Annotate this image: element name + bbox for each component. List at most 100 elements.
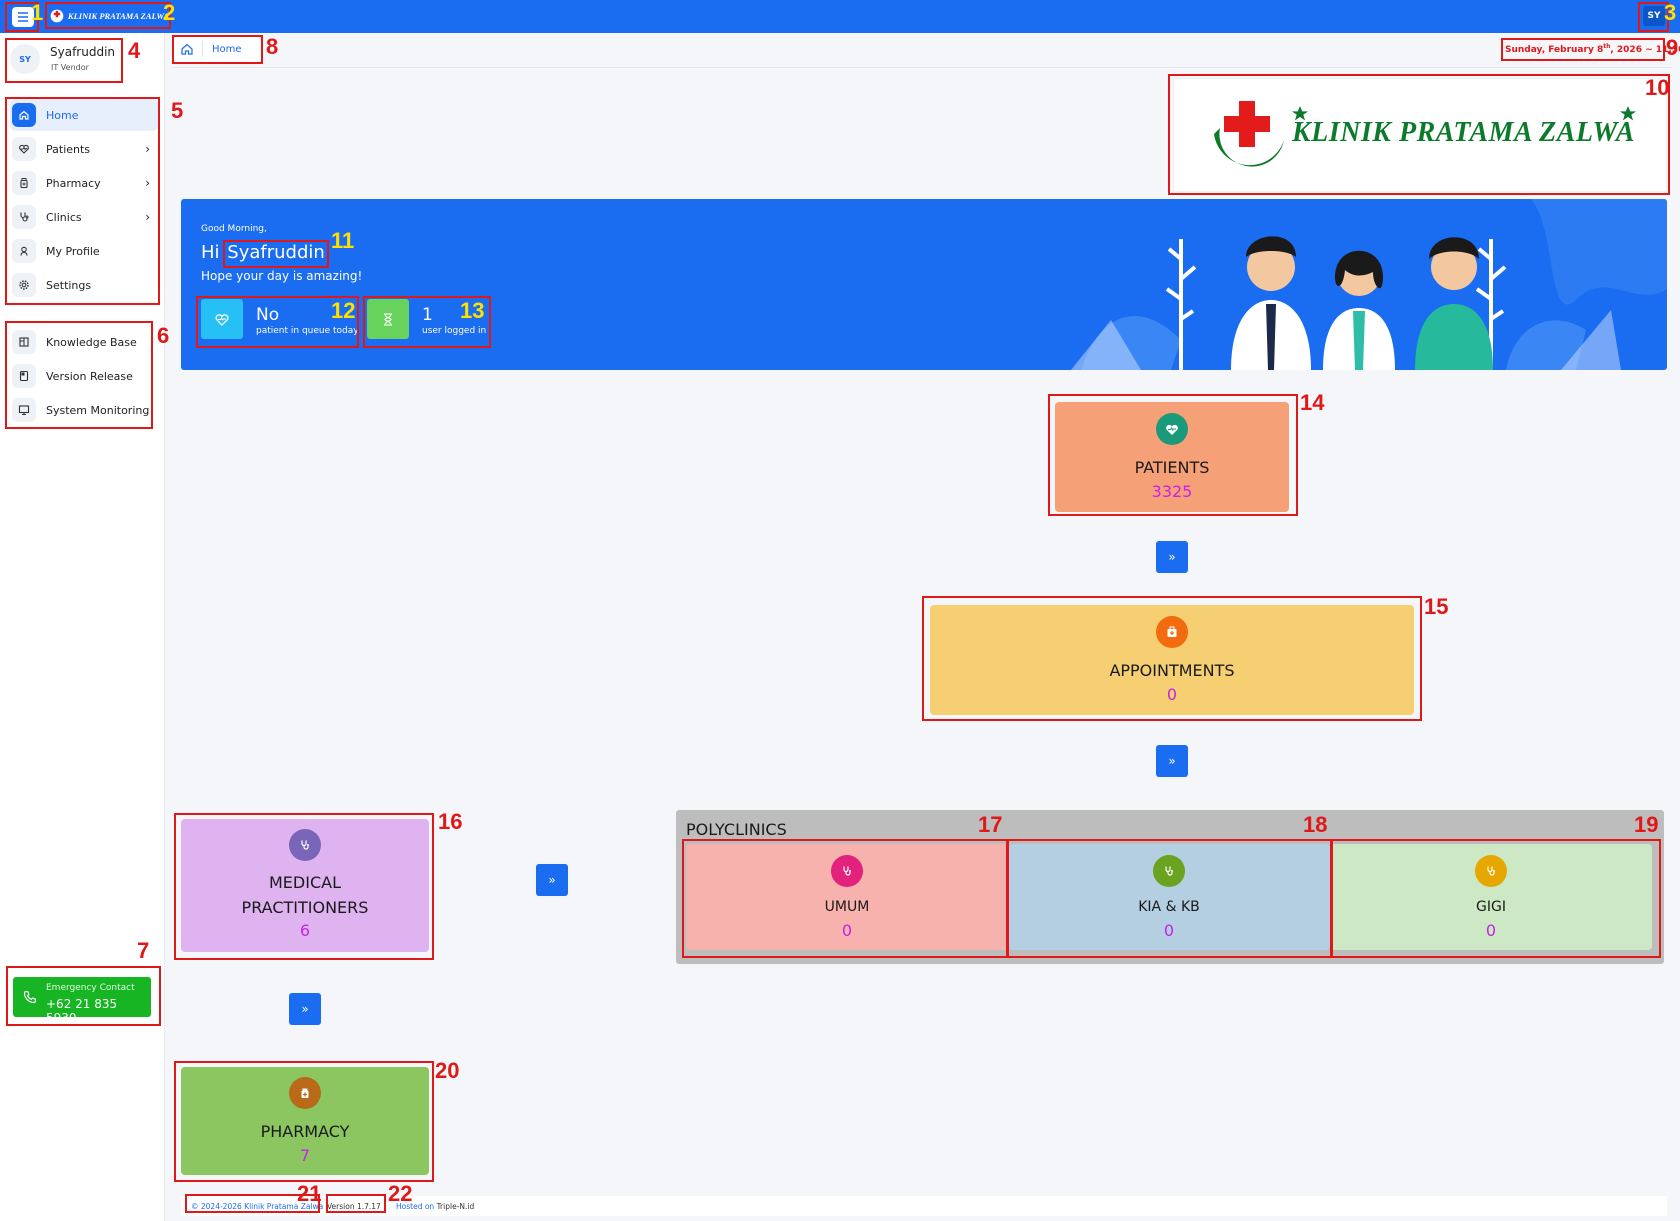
home-icon (12, 103, 36, 127)
topbar-logo[interactable]: KLINIK PRATAMA ZALWA (49, 5, 169, 27)
heart-pulse-icon (1156, 413, 1188, 445)
nav-pharmacy-label: Pharmacy (46, 176, 101, 190)
greeting-tagline: Hope your day is amazing! (201, 269, 363, 283)
heart-pulse-icon (12, 137, 36, 161)
profile-icon (12, 239, 36, 263)
nav-clinics[interactable]: Clinics › (10, 201, 158, 233)
nav-my-profile[interactable]: My Profile (10, 235, 158, 267)
footer-hosted-prefix: Hosted on (396, 1202, 435, 1211)
page-header-divider (172, 67, 1672, 68)
nav-home-label: Home (46, 108, 79, 122)
emergency-contact-button[interactable]: Emergency Contact +62 21 835 5930 (13, 977, 151, 1025)
nav-pharmacy[interactable]: Pharmacy › (10, 167, 158, 199)
welcome-banner: Good Morning, Hi Syafruddin Hope your da… (181, 199, 1667, 370)
pharmacy-card-value: 7 (299, 1146, 311, 1165)
user-profile[interactable]: SY Syafruddin IT Vendor (6, 38, 122, 80)
menu-toggle-button[interactable] (12, 7, 34, 27)
monitor-icon (12, 398, 36, 422)
polyclinics-title: POLYCLINICS (686, 820, 787, 839)
pharmacy-card-label: PHARMACY (260, 1122, 350, 1141)
footer: © 2024-2026 Klinik Pratama Zalwa Version… (181, 1196, 1667, 1216)
nav-patients[interactable]: Patients › (10, 133, 158, 165)
users-stat: 1 user logged in (367, 299, 487, 339)
chevron-down-icon[interactable]: » (1156, 541, 1188, 573)
polyclinic-gigi-card[interactable]: GIGI 0 (1330, 844, 1652, 950)
emergency-contact-label: Emergency Contact (46, 983, 135, 993)
patients-card[interactable]: PATIENTS 3325 (1055, 402, 1289, 512)
nav-knowledge-base[interactable]: Knowledge Base (10, 326, 158, 358)
polyclinic-umum-card[interactable]: UMUM 0 (686, 844, 1008, 950)
main-content: Home Sunday, February 8th, 2026 ~ 11:30 … (165, 33, 1680, 1221)
clinic-logo-icon (50, 9, 64, 23)
datetime-rest: , 2026 ~ 11:30 (1610, 45, 1680, 55)
nav-version-release[interactable]: Version Release (10, 360, 158, 392)
polyclinics-panel: POLYCLINICS UMUM 0 KIA & KB 0 GIGI 0 (676, 810, 1664, 964)
queue-stat-icon-box (201, 299, 243, 339)
top-bar: KLINIK PRATAMA ZALWA SY (0, 0, 1680, 33)
chevron-down-icon[interactable]: » (1156, 745, 1188, 777)
chevron-right-icon[interactable]: » (536, 864, 568, 896)
nav-system-monitoring[interactable]: System Monitoring (10, 394, 158, 426)
user-name: Syafruddin (50, 45, 116, 59)
footer-copyright[interactable]: © 2024-2026 Klinik Pratama Zalwa (191, 1202, 324, 1211)
clinic-logo-card: KLINIK PRATAMA ZALWA (1173, 78, 1667, 192)
users-stat-icon-box (367, 299, 409, 339)
home-icon[interactable] (180, 43, 194, 55)
greeting-hi-word: Hi (201, 242, 220, 263)
user-role: IT Vendor (51, 63, 89, 72)
appointments-card-value: 0 (1166, 685, 1178, 704)
medicine-icon (12, 171, 36, 195)
medical-practitioners-card-label: MEDICAL PRACTITIONERS (181, 870, 429, 920)
pharmacy-card[interactable]: PHARMACY 7 (181, 1067, 429, 1175)
footer-hosted: Hosted on Triple-N.id (396, 1202, 474, 1211)
stethoscope-icon (1475, 855, 1507, 887)
medical-practitioners-card-value: 6 (299, 921, 311, 940)
users-stat-value: 1 (422, 305, 433, 325)
clinic-logo-emblem (1214, 101, 1284, 167)
footer-hosted-by[interactable]: Triple-N.id (436, 1202, 475, 1211)
banner-illustration (1071, 199, 1667, 370)
footer-version: Version 1.7.17 (327, 1202, 381, 1211)
main-nav: Home Patients › Pharmacy › Clinics › My … (0, 97, 165, 297)
polyclinic-umum-value: 0 (841, 921, 853, 940)
avatar-initials: SY (19, 54, 31, 64)
clinic-logo-text: KLINIK PRATAMA ZALWA (1292, 117, 1635, 148)
nav-settings[interactable]: Settings (10, 269, 158, 301)
emergency-contact-phone: +62 21 835 5930 (46, 997, 118, 1025)
greeting-user-name: Syafruddin (227, 242, 325, 263)
medical-bag-icon (1156, 616, 1188, 648)
breadcrumb-divider (202, 41, 203, 57)
nav-patients-label: Patients (46, 142, 91, 156)
avatar: SY (10, 44, 40, 74)
star-icon (1292, 106, 1308, 121)
book-icon (12, 330, 36, 354)
medical-practitioners-label-line2: PRACTITIONERS (241, 898, 369, 917)
star-icon (1620, 106, 1636, 121)
chevron-down-icon[interactable]: » (289, 993, 321, 1025)
medical-practitioners-card[interactable]: MEDICAL PRACTITIONERS 6 (181, 819, 429, 952)
nav-system-monitoring-label: System Monitoring (46, 403, 150, 417)
nav-home[interactable]: Home (10, 99, 158, 131)
sidebar: SY Syafruddin IT Vendor Home Patients › … (0, 33, 165, 1221)
appointments-card-label: APPOINTMENTS (1109, 661, 1235, 680)
gear-icon (12, 273, 36, 297)
datetime-day: Sunday, February 8 (1505, 45, 1604, 55)
breadcrumb-home-link[interactable]: Home (212, 43, 242, 55)
secondary-nav: Knowledge Base Version Release System Mo… (0, 323, 165, 433)
polyclinic-kia-kb-card[interactable]: KIA & KB 0 (1008, 844, 1330, 950)
polyclinic-umum-label: UMUM (824, 899, 870, 915)
topbar-logo-text: KLINIK PRATAMA ZALWA (67, 11, 169, 21)
stethoscope-icon (12, 205, 36, 229)
user-avatar-button[interactable]: SY (1643, 6, 1665, 26)
nav-version-release-label: Version Release (46, 369, 133, 383)
greeting: Good Morning, (201, 224, 267, 234)
appointments-card[interactable]: APPOINTMENTS 0 (930, 605, 1414, 715)
current-datetime: Sunday, February 8th, 2026 ~ 11:30 (1505, 43, 1680, 55)
greeting-hi: Hi Syafruddin (201, 242, 325, 263)
phone-icon (23, 990, 37, 1004)
queue-stat: No patient in queue today (201, 299, 359, 339)
patients-card-label: PATIENTS (1134, 458, 1210, 477)
chevron-right-icon: › (145, 210, 150, 224)
patients-card-value: 3325 (1151, 482, 1193, 501)
users-stat-label: user logged in (422, 326, 487, 336)
